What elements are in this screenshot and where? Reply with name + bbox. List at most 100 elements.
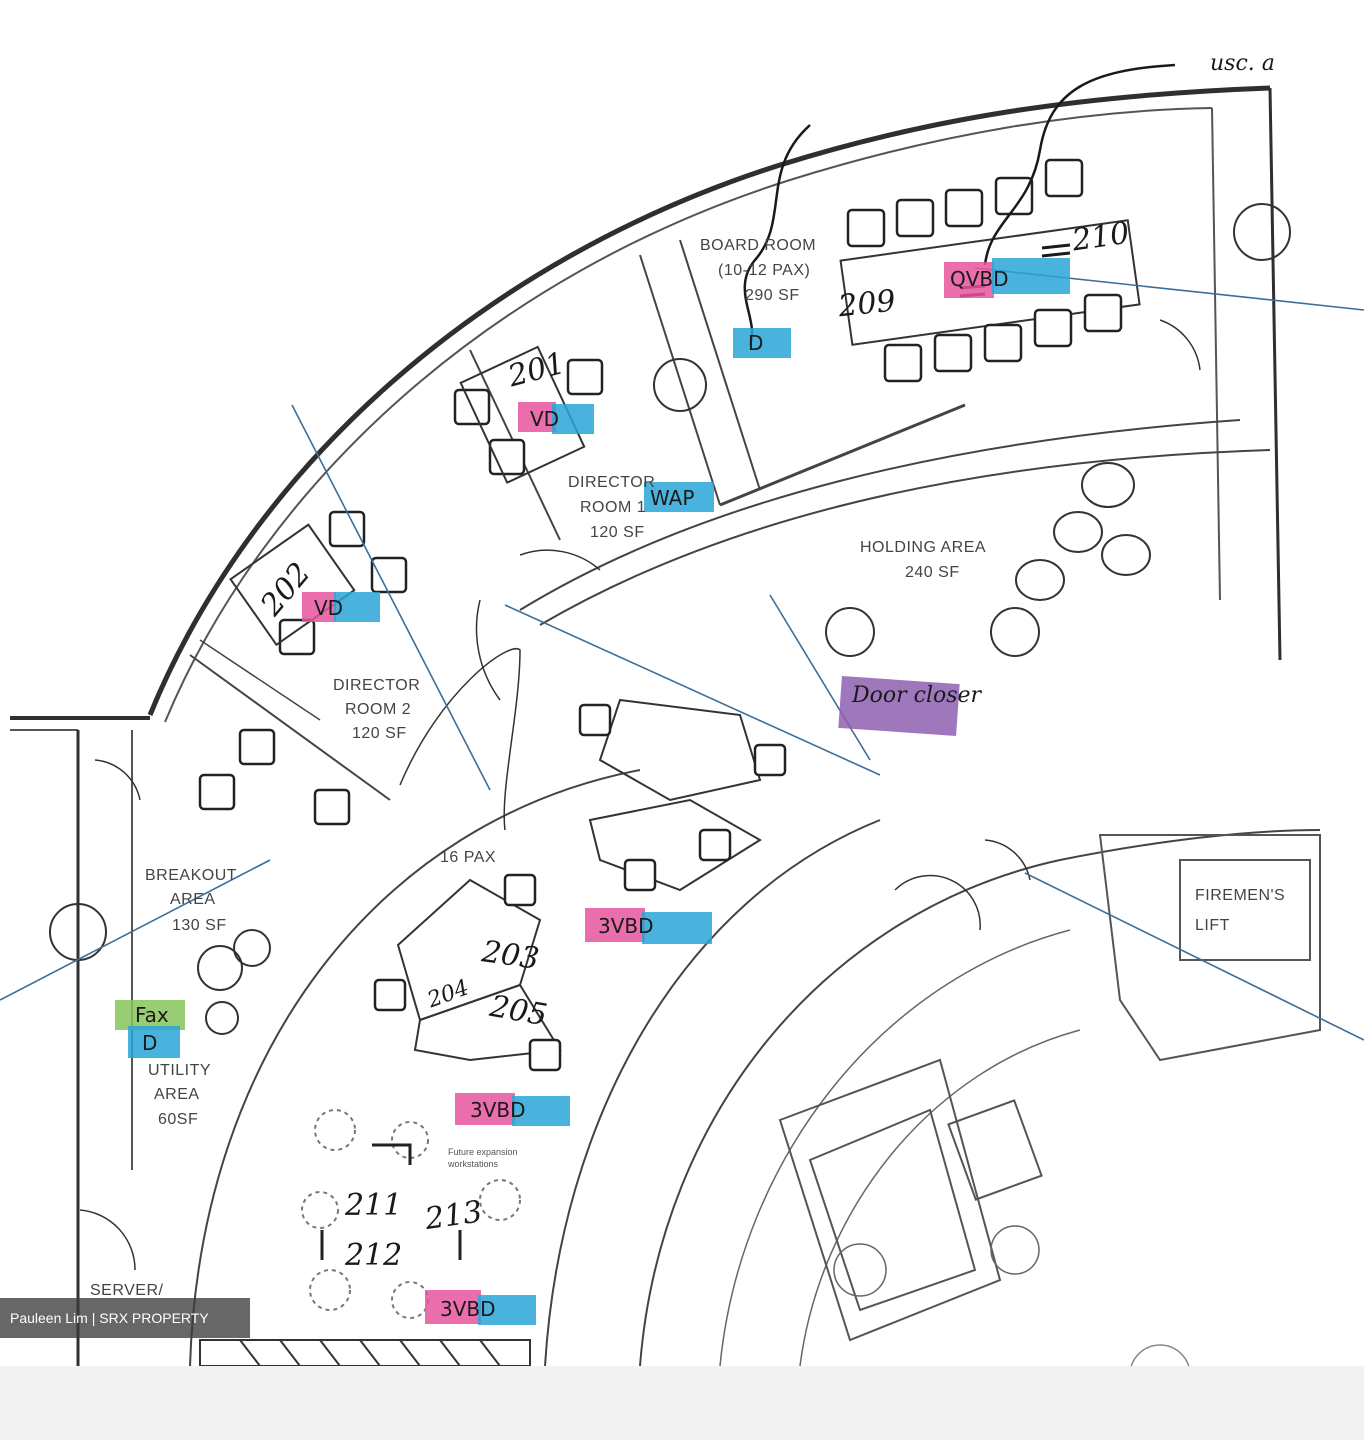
door-swing-board: [1159, 319, 1201, 371]
door-swing-lobby-2: [984, 839, 1031, 881]
tag-qvbd-209-text: QVBD: [950, 267, 1009, 291]
board-room-area: 290 SF: [745, 287, 800, 304]
board-room-glass: [719, 403, 966, 507]
pen-stroke-209: [983, 63, 1176, 266]
hand-201: 201: [504, 346, 569, 395]
workstation-cluster-a: [588, 698, 762, 892]
hand-210: 210: [1069, 216, 1132, 259]
tag-3vbd-ws1: 3VBD: [585, 908, 712, 944]
east-inner-wall: [1211, 107, 1221, 601]
hand-top-right: usc. a: [1210, 51, 1275, 76]
utility-name: UTILITY: [148, 1062, 211, 1079]
door-swing-director1: [519, 549, 601, 571]
tag-d-utility-text: D: [142, 1031, 157, 1055]
utility-area-sf: 60SF: [158, 1111, 198, 1128]
label-server: SERVER/: [90, 1282, 163, 1299]
tag-d-board: D: [733, 328, 791, 358]
breakout-area-sf: 130 SF: [172, 917, 227, 934]
bottom-margin: [0, 1366, 1364, 1440]
workstation-curve-1: [189, 769, 641, 1367]
pen-stroke-board: [743, 124, 811, 346]
tag-door-closer-text: Door closer: [851, 683, 983, 708]
core-column-2: [990, 1225, 1040, 1275]
breakout-furniture: [198, 728, 351, 826]
core-column-1: [833, 1243, 887, 1297]
holding-name: HOLDING AREA: [860, 539, 986, 556]
label-breakout-area: BREAKOUT AREA 130 SF: [145, 867, 237, 934]
director2-area: 120 SF: [352, 725, 407, 742]
tag-3vbd-ws1-text: 3VBD: [598, 914, 654, 938]
director1-name: DIRECTOR: [568, 474, 655, 491]
column-holding: [990, 607, 1040, 657]
tag-wap-text: WAP: [650, 486, 694, 510]
director2-furniture: [278, 510, 408, 656]
label-director-room-1: DIRECTOR ROOM 1 120 SF: [568, 474, 655, 541]
core-curve-outer: [639, 829, 1321, 1367]
director2-sub: ROOM 2: [345, 701, 411, 718]
holding-seats: [1015, 462, 1151, 601]
tag-vd-201: VD: [518, 402, 594, 434]
workstation-curve-2: [544, 819, 881, 1367]
firemens-sub: LIFT: [1195, 917, 1230, 934]
tag-door-closer: Door closer: [838, 675, 983, 737]
board-room-name: BOARD ROOM: [700, 237, 816, 254]
director1-furniture: [453, 358, 604, 476]
equals-210-b: [1041, 251, 1071, 258]
inner-corridor-wall: [519, 419, 1241, 611]
breakout-sub: AREA: [170, 891, 216, 908]
breakout-name: BREAKOUT: [145, 867, 237, 884]
column-holding-2: [825, 607, 875, 657]
hand-213: 213: [422, 1194, 485, 1237]
core-curve-inner2: [799, 1029, 1081, 1367]
tag-fax: Fax: [115, 1000, 185, 1030]
door-swing-server: [79, 1209, 136, 1271]
tag-d-utility: D: [128, 1026, 180, 1058]
label-firemens-lift: FIREMEN'S LIFT: [1195, 887, 1285, 934]
bottom-window-frames: [199, 1339, 531, 1367]
holding-area-sf: 240 SF: [905, 564, 960, 581]
workstation-chairs: [373, 703, 787, 1072]
board-chairs-bottom: [883, 293, 1123, 383]
tag-3vbd-ws3-text: 3VBD: [440, 1297, 496, 1321]
core-curve-inner: [719, 929, 1071, 1367]
label-board-room: BOARD ROOM (10-12 PAX) 290 SF: [700, 237, 816, 304]
breakout-stool-2: [233, 929, 271, 967]
watermark: Pauleen Lim | SRX PROPERTY: [0, 1298, 250, 1338]
future-expansion-label: Future expansion: [448, 1147, 518, 1157]
future-workstations: [301, 1109, 521, 1319]
utility-sub: AREA: [154, 1086, 200, 1103]
board-room-capacity: (10-12 PAX): [718, 262, 810, 279]
director1-sub: ROOM 1: [580, 499, 646, 516]
label-director-room-2: DIRECTOR ROOM 2 120 SF: [333, 677, 420, 742]
tag-3vbd-ws2: 3VBD: [455, 1093, 570, 1126]
hand-212: 212: [344, 1238, 402, 1273]
future-expansion-sub: workstations: [447, 1159, 499, 1169]
director2-partition: [199, 639, 321, 721]
label-holding-area: HOLDING AREA 240 SF: [860, 539, 986, 581]
future-desk-frames: [320, 1143, 462, 1260]
cabinet-wall: [679, 239, 761, 491]
director1-desk: [459, 345, 586, 484]
tag-wap: WAP: [644, 482, 714, 512]
tag-vd-202-text: VD: [314, 596, 343, 620]
equals-210-a: [1041, 243, 1071, 250]
door-swing-main: [399, 648, 521, 831]
column-board: [653, 358, 707, 412]
tag-3vbd-ws2-text: 3VBD: [470, 1098, 526, 1122]
board-chairs-top: [846, 158, 1084, 248]
tag-vd-201-text: VD: [530, 407, 559, 431]
core-structures: [778, 834, 1321, 1342]
tag-vd-202: VD: [302, 592, 380, 622]
outer-curved-wall: [147, 85, 1271, 716]
tag-fax-text: Fax: [135, 1003, 169, 1027]
breakout-stool-1: [197, 945, 243, 991]
workstation-pax-label: 16 PAX: [440, 849, 496, 866]
pointer-lines: [0, 267, 1364, 1041]
holding-front-wall: [539, 449, 1271, 626]
east-wall: [1268, 87, 1282, 661]
tag-d-board-text: D: [748, 331, 763, 355]
door-swing-director2: [475, 599, 501, 701]
tag-3vbd-ws3: 3VBD: [425, 1290, 536, 1325]
door-swing-breakout: [94, 759, 141, 801]
